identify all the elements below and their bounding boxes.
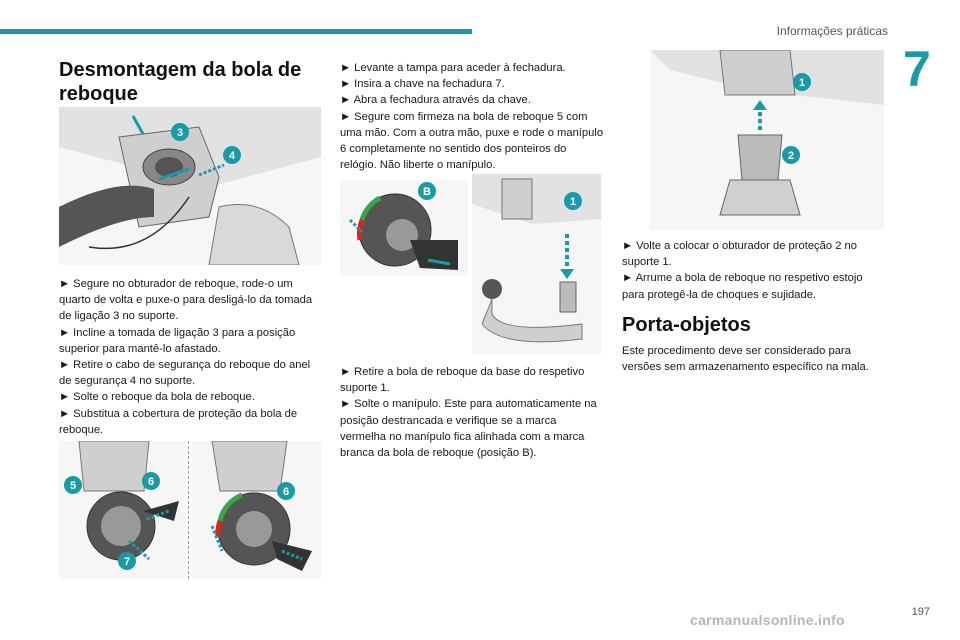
chapter-number: 7 [903,41,931,97]
callout-6: 6 [148,476,154,488]
heading-towbar-removal: Desmontagem da bola de reboque [59,59,302,105]
column-1: Desmontagem da bola de reboque [59,58,321,106]
page-number: 197 [911,606,930,618]
callout-2: 2 [788,150,794,162]
watermark: carmanualsonline.info [690,612,845,628]
column-3-text: ► Volte a colocar o obturador de proteçã… [622,238,887,303]
callout-1: 1 [570,196,576,208]
step: ► Segure no obturador de reboque, rode-o… [59,278,313,323]
step: ► Abra a fechadura através da chave. [340,94,531,107]
header-accent-bar [0,29,472,34]
column-1-text: ► Segure no obturador de reboque, rode-o… [59,276,321,438]
callout-1: 1 [799,77,805,89]
storage-text: Este procedimento deve ser considerado p… [622,345,869,374]
step: ► Levante a tampa para aceder à fechadur… [340,62,566,74]
callout-6: 6 [283,486,289,498]
step: ► Solte o manípulo. Este para automatica… [340,398,597,460]
step: ► Insira a chave na fechadura 7. [340,78,505,91]
step: ► Arrume a bola de reboque no respetivo … [622,272,863,301]
column-2-text: ► Levante a tampa para aceder à fechadur… [340,60,605,173]
figure-handle-rotate: 6 [192,441,321,579]
figure-socket-disconnect: 3 4 [59,107,321,265]
figure-cover-refit: 1 2 [650,50,884,230]
callout-4: 4 [229,150,236,162]
column-3-section: Porta-objetos Este procedimento deve ser… [622,313,887,375]
callout-3: 3 [177,127,183,139]
column-2-text-lower: ► Retire a bola de reboque da base do re… [340,364,605,461]
callout-b: B [423,186,431,198]
step: ► Retire a bola de reboque da base do re… [340,366,585,395]
step: ► Solte o reboque da bola de reboque. [59,391,255,404]
step: ► Incline a tomada de ligação 3 para a p… [59,326,296,355]
step: ► Volte a colocar o obturador de proteçã… [622,240,857,269]
figure-divider [188,441,189,579]
step: ► Substitua a cobertura de proteção da b… [59,407,298,436]
callout-5: 5 [70,480,76,492]
step: ► Segure com firmeza na bola de reboque … [340,110,604,172]
heading-storage: Porta-objetos [622,314,751,336]
section-title: Informações práticas [776,24,888,38]
callout-7: 7 [124,556,130,568]
figure-ball-removal: 1 [472,174,601,354]
figure-handle-position-b: B [340,180,468,276]
step: ► Retire o cabo de segurança do reboque … [59,359,311,388]
figure-lock-key: 5 6 7 [59,441,186,579]
